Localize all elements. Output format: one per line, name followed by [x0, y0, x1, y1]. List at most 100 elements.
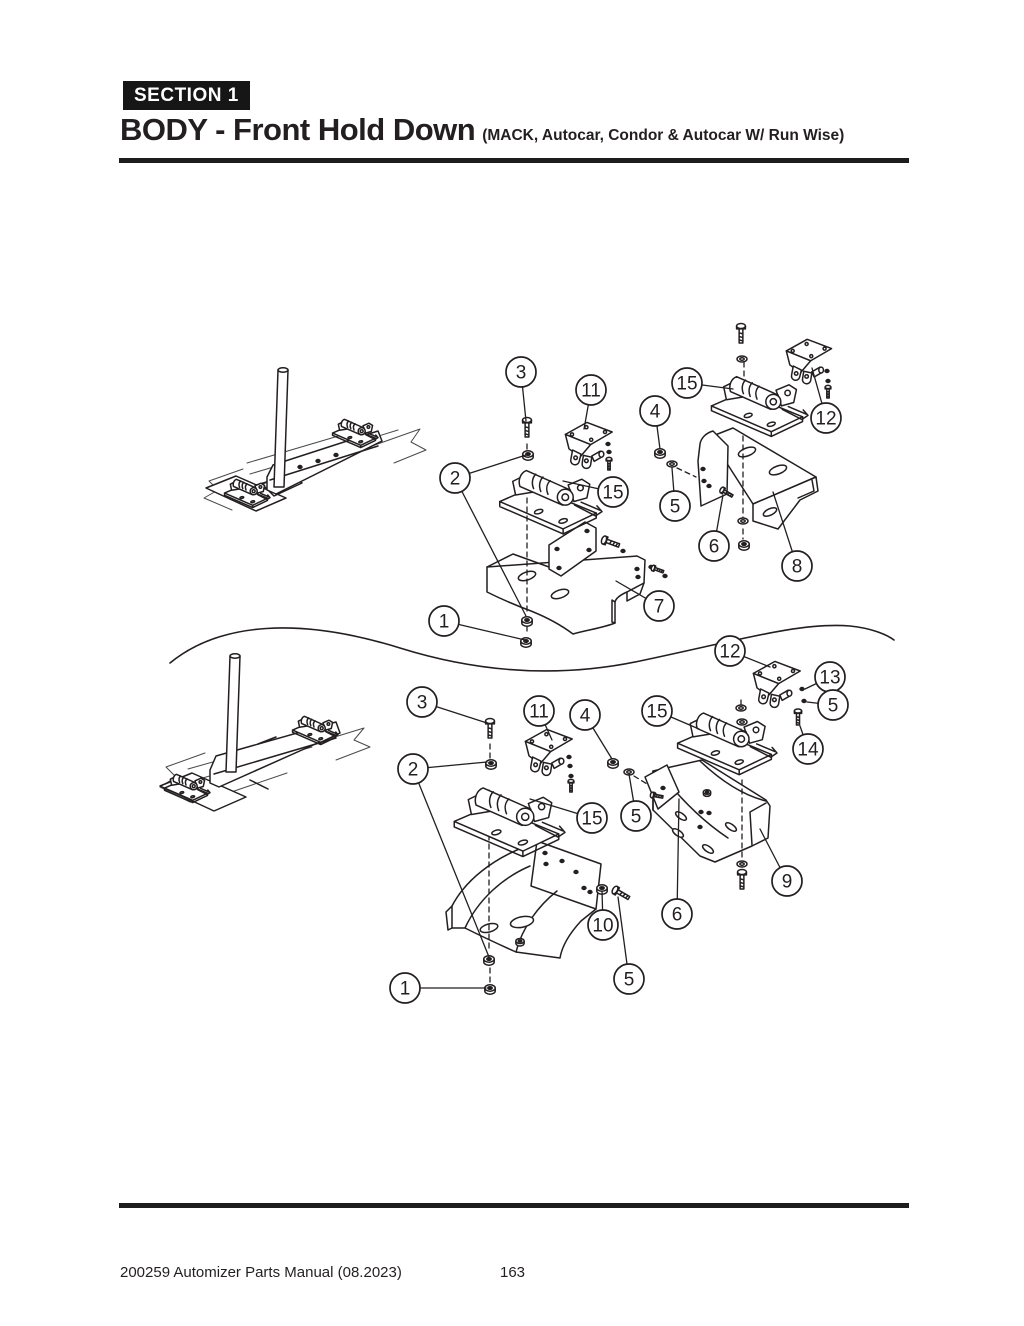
- page-title: BODY - Front Hold Down: [120, 112, 476, 147]
- bolt-drawing: [824, 384, 832, 399]
- section-label: SECTION 1: [123, 81, 250, 110]
- svg-text:10: 10: [592, 916, 613, 937]
- svg-text:5: 5: [631, 807, 642, 828]
- callout-4: 4: [639, 395, 671, 450]
- callout-3: 3: [406, 686, 488, 724]
- callout-15: 15: [671, 367, 734, 399]
- svg-text:15: 15: [581, 809, 602, 830]
- callout-1: 1: [389, 972, 487, 1004]
- svg-text:11: 11: [529, 702, 549, 723]
- callout-2: 2: [439, 454, 527, 617]
- exploded-group-bottom-center: [445, 717, 648, 995]
- washer-drawing: [737, 517, 749, 525]
- washer-drawing: [736, 718, 748, 726]
- bolt-drawing: [484, 717, 496, 739]
- nut-drawing: [607, 758, 619, 769]
- header-rule: [119, 158, 909, 163]
- roller-assembly-drawing: [710, 376, 809, 437]
- svg-text:9: 9: [782, 872, 793, 893]
- callout-15: 15: [529, 798, 608, 834]
- svg-text:5: 5: [670, 497, 681, 518]
- callout-8: 8: [772, 491, 813, 582]
- pivot-bracket-12-drawing: [752, 660, 801, 708]
- callout-9: 9: [759, 828, 803, 897]
- svg-text:11: 11: [581, 381, 601, 402]
- svg-text:13: 13: [819, 668, 840, 689]
- callout-1: 1: [428, 605, 526, 641]
- part-7-mount-plate: [486, 521, 646, 635]
- bolt-drawing: [735, 322, 747, 344]
- svg-text:3: 3: [516, 363, 527, 384]
- callout-6: 6: [661, 798, 693, 930]
- callout-5: 5: [613, 896, 645, 995]
- svg-text:15: 15: [676, 374, 697, 395]
- bolt-drawing: [605, 456, 613, 471]
- footer-rule: [119, 1203, 909, 1208]
- callout-5: 5: [659, 467, 691, 522]
- svg-text:7: 7: [654, 597, 665, 618]
- washer-drawing: [736, 860, 748, 868]
- section-divider-curve: [169, 624, 895, 672]
- callout-4: 4: [569, 699, 613, 760]
- washer-drawing: [736, 355, 748, 363]
- footer-page-number: 163: [500, 1264, 526, 1281]
- pivot-bracket-11-drawing: [564, 421, 613, 469]
- svg-text:1: 1: [400, 979, 411, 1000]
- svg-text:4: 4: [650, 402, 661, 423]
- overview-assembled-bottom: [159, 653, 371, 812]
- nut-drawing: [484, 984, 496, 995]
- footer-manual-label: 200259 Automizer Parts Manual (08.2023): [120, 1264, 402, 1281]
- callout-10: 10: [587, 890, 619, 941]
- callout-5: 5: [620, 773, 652, 832]
- exploded-group-top-center: [486, 416, 669, 648]
- callout-13: 13: [804, 661, 846, 693]
- svg-text:15: 15: [602, 483, 623, 504]
- bolt-drawing: [610, 884, 632, 903]
- callout-3: 3: [505, 356, 537, 422]
- overview-assembled-top: [203, 367, 427, 512]
- bolt-drawing: [793, 708, 803, 726]
- svg-text:12: 12: [815, 409, 836, 430]
- callout-12: 12: [714, 635, 771, 668]
- callout-12: 12: [810, 367, 842, 434]
- callout-11: 11: [523, 695, 555, 741]
- pivot-bracket-11-drawing: [524, 728, 573, 776]
- callout-15: 15: [641, 695, 700, 730]
- svg-text:2: 2: [408, 760, 419, 781]
- callout-14: 14: [792, 725, 824, 765]
- callout-15: 15: [562, 476, 629, 508]
- washer-drawing: [735, 704, 747, 712]
- svg-text:6: 6: [672, 905, 683, 926]
- part-side-plate: [644, 764, 680, 810]
- svg-text:6: 6: [709, 537, 720, 558]
- bolt-drawing: [599, 534, 622, 550]
- bolt-drawing: [736, 868, 748, 890]
- svg-text:4: 4: [580, 706, 591, 727]
- pivot-bracket-12-drawing: [785, 338, 832, 385]
- nut-drawing: [485, 759, 497, 770]
- exploded-group-bottom-right: [644, 660, 808, 890]
- svg-text:12: 12: [719, 642, 740, 663]
- svg-text:5: 5: [624, 970, 635, 991]
- callout-6: 6: [698, 494, 730, 562]
- svg-text:8: 8: [792, 557, 803, 578]
- svg-text:14: 14: [797, 740, 819, 761]
- part-mount-channel-bottom: [445, 840, 602, 959]
- nut-drawing: [738, 540, 750, 551]
- bolt-drawing: [650, 564, 665, 575]
- exploded-group-top-right: [654, 322, 832, 551]
- callout-2: 2: [397, 753, 490, 958]
- bolt-drawing: [567, 778, 575, 793]
- washer-drawing: [666, 460, 678, 468]
- svg-text:5: 5: [828, 696, 839, 717]
- callout-5: 5: [806, 689, 849, 721]
- callout-7: 7: [615, 580, 675, 622]
- nut-drawing: [521, 616, 533, 627]
- part-8-mount-bracket: [697, 427, 819, 530]
- page-title-row: BODY - Front Hold Down(MACK, Autocar, Co…: [120, 112, 844, 148]
- nut-drawing: [654, 448, 666, 459]
- svg-text:2: 2: [450, 469, 461, 490]
- svg-text:15: 15: [646, 702, 667, 723]
